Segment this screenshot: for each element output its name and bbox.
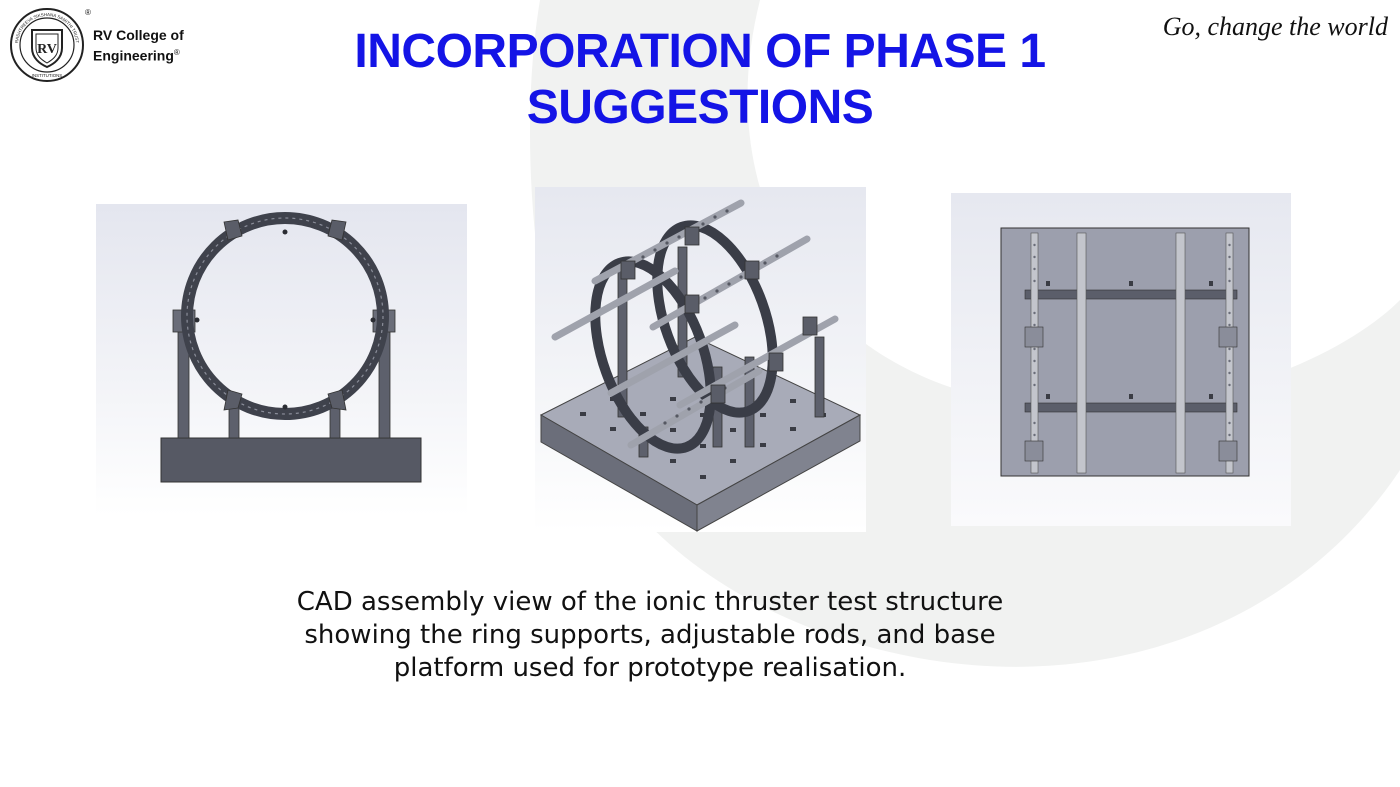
caption-line2: showing the ring supports, adjustable ro… <box>304 620 996 650</box>
caption-line1: CAD assembly view of the ionic thruster … <box>296 587 1004 617</box>
cad-top-view-image <box>951 193 1291 526</box>
college-logo: RV RASHTREEYA SIKSHANA SAMITHI TRUST INS… <box>8 6 188 86</box>
college-name-line1: RV College of <box>93 27 184 43</box>
college-name-line2: Engineering® <box>93 47 180 64</box>
seal-bottom-text: INSTITUTIONS <box>32 73 63 78</box>
slide-title: INCORPORATION OF PHASE 1 SUGGESTIONS <box>300 24 1100 136</box>
cad-front-view-image <box>96 204 467 516</box>
registered-mark: ® <box>85 8 91 17</box>
cad-isometric-view-image <box>535 187 866 532</box>
college-name: RV College of Engineering® <box>93 26 184 65</box>
slide-title-line2: SUGGESTIONS <box>526 81 874 134</box>
cad-isometric-view-icon <box>539 199 862 532</box>
cad-front-view-icon <box>160 212 422 483</box>
seal-monogram: RV <box>37 42 57 57</box>
caption-line3: platform used for prototype realisation. <box>393 653 907 683</box>
cad-top-view-icon <box>1000 227 1250 477</box>
tagline: Go, change the world <box>1162 12 1388 41</box>
figure-caption: CAD assembly view of the ionic thruster … <box>250 586 1050 685</box>
slide-title-line1: INCORPORATION OF PHASE 1 <box>354 25 1046 78</box>
rv-college-seal-icon: RV RASHTREEYA SIKSHANA SAMITHI TRUST INS… <box>10 8 84 82</box>
